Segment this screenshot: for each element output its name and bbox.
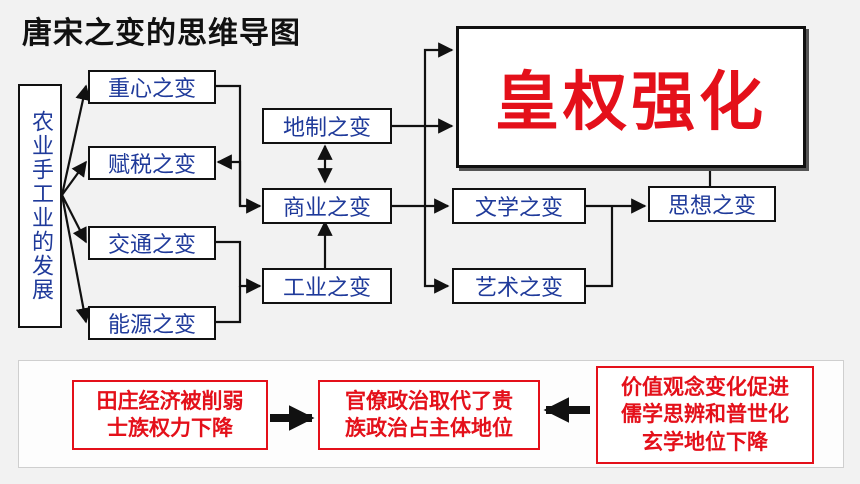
edge-commerce-art	[423, 206, 450, 294]
edge-energy-industry	[216, 286, 242, 324]
bottom-box-1: 田庄经济被削弱 士族权力下降	[72, 380, 268, 450]
node-center-focus: 重心之变	[88, 70, 216, 104]
bottom-box-1-line-2: 士族权力下降	[107, 416, 233, 440]
bottom-box-1-line-1: 田庄经济被削弱	[96, 388, 244, 413]
edge-root-tax	[61, 160, 87, 196]
node-thought: 思想之变	[648, 186, 776, 222]
page-title: 唐宋之变的思维导图	[22, 16, 301, 51]
edge-root-energy	[60, 194, 91, 324]
edge-art-thought	[586, 206, 614, 288]
edge-root-center-focus	[60, 84, 91, 196]
bottom-box-2-line-2: 族政治占主体地位	[345, 416, 513, 440]
bottom-box-2: 官僚政治取代了贵 族政治占主体地位	[318, 380, 540, 450]
node-literature: 文学之变	[452, 188, 586, 224]
edge-transport-industry	[216, 240, 262, 294]
node-art: 艺术之变	[452, 268, 586, 304]
node-energy: 能源之变	[88, 306, 216, 340]
edge-focus-commerce	[216, 84, 262, 214]
edge-root-transport	[61, 194, 87, 244]
node-industry: 工业之变	[262, 268, 392, 304]
bottom-box-3-line-3: 玄学地位下降	[642, 429, 768, 454]
bottom-box-3-line-2: 儒学思辨和普世化	[621, 402, 789, 427]
edge-commerce-tax	[216, 154, 242, 206]
node-commerce: 商业之变	[262, 188, 392, 224]
root-node: 农业手工业的发展	[18, 84, 62, 328]
bottom-box-3-line-1: 价值观念变化促进	[621, 375, 789, 400]
edge-commerce-trunk	[423, 42, 454, 206]
bottom-box-3: 价值观念变化促进 儒学思辨和普世化 玄学地位下降	[596, 366, 814, 464]
bottom-box-2-line-1: 官僚政治取代了贵	[345, 388, 513, 413]
node-tax: 赋税之变	[88, 146, 216, 180]
highlight-box: 皇权强化	[456, 26, 806, 168]
node-land: 地制之变	[262, 108, 392, 144]
node-transport: 交通之变	[88, 226, 216, 260]
